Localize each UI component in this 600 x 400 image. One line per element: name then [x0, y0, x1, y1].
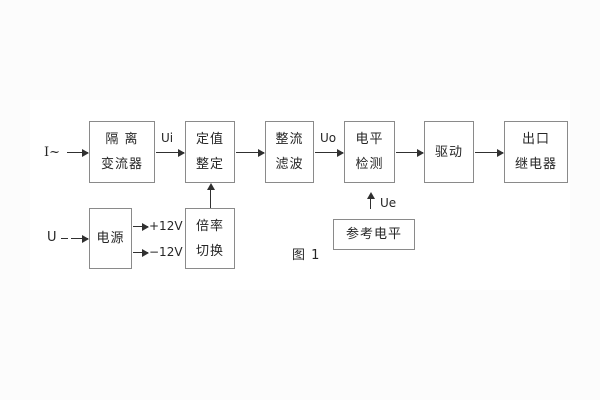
block-level-detector-line2: 检测: [355, 157, 384, 172]
signal-label-input-voltage: U: [47, 230, 57, 245]
signal-label-input-current: I~: [44, 145, 61, 160]
arrow-isolation-to-setting: [156, 149, 185, 157]
block-driver-line1: 驱动: [434, 144, 463, 160]
arrow-driver-to-relay: [475, 149, 504, 157]
block-isolation-transformer: 隔 离 变流器: [89, 121, 155, 183]
block-rectifier-filter-line2: 滤波: [275, 157, 304, 172]
block-setting: 定值 整定: [185, 121, 235, 183]
block-ratio-switch-line2: 切换: [195, 243, 224, 259]
signal-label-uo: Uo: [320, 131, 337, 145]
arrow-power-neg-rail: [133, 249, 149, 257]
block-rectifier-filter: 整流 滤波: [265, 121, 314, 183]
block-power-supply-line1: 电源: [96, 231, 125, 246]
block-power-supply: 电源: [89, 208, 132, 269]
block-output-relay: 出口 继电器: [504, 121, 568, 183]
signal-label-pos-rail: +12V: [149, 219, 183, 233]
block-output-relay-line2: 继电器: [514, 157, 557, 172]
figure-caption: 图 1: [292, 248, 321, 263]
arrow-input-to-isolation: [67, 149, 89, 157]
arrow-ratio-to-setting: [206, 183, 215, 208]
arrow-power-pos-rail: [133, 223, 149, 231]
block-driver: 驱动: [424, 121, 474, 183]
arrow-u-to-power: [71, 235, 89, 243]
block-rectifier-filter-line1: 整流: [275, 132, 304, 147]
block-isolation-transformer-line2: 变流器: [100, 157, 143, 172]
u-input-line-segment: [61, 238, 68, 239]
block-ratio-switch: 倍率 切换: [185, 208, 235, 269]
block-level-detector-line1: 电平: [355, 132, 384, 147]
signal-label-ue: Ue: [380, 196, 397, 210]
signal-label-ui: Ui: [161, 131, 174, 145]
signal-label-neg-rail: −12V: [149, 245, 183, 259]
block-output-relay-line1: 出口: [521, 132, 550, 147]
block-setting-line1: 定值: [195, 132, 224, 147]
arrow-level-to-driver: [396, 149, 424, 157]
arrow-setting-to-rectifier: [236, 149, 265, 157]
block-isolation-transformer-line1: 隔 离: [105, 132, 139, 147]
block-setting-line2: 整定: [195, 157, 224, 172]
block-ratio-switch-line1: 倍率: [195, 218, 224, 234]
arrow-reference-to-level: [366, 192, 375, 209]
block-level-detector: 电平 检测: [344, 121, 395, 183]
block-reference-level: 参考电平: [333, 219, 415, 250]
arrow-rectifier-to-level: [315, 149, 344, 157]
block-reference-level-line1: 参考电平: [345, 227, 402, 242]
